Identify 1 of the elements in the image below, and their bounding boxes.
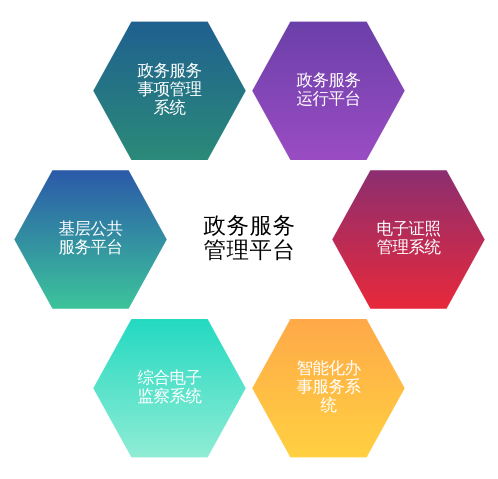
node-text: 政务服务管理平台 [203,212,295,264]
